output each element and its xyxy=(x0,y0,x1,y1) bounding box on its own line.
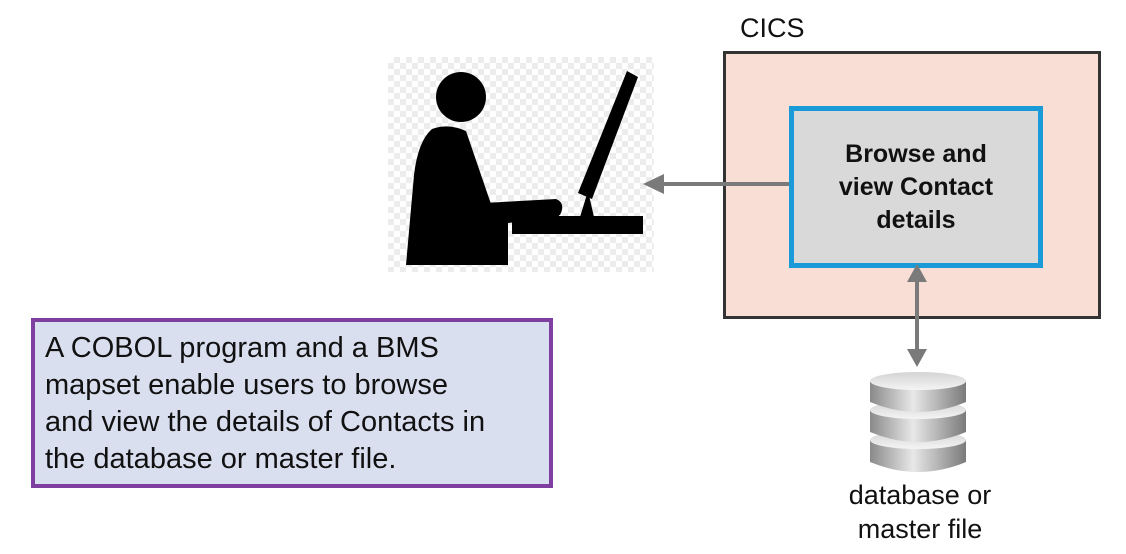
note-line-3: and view the details of Contacts in xyxy=(45,406,486,438)
database-label-line-2: master file xyxy=(857,514,983,544)
database-label-line-1: database or xyxy=(848,480,992,510)
program-to-user-arrow xyxy=(643,174,789,194)
program-label-line-3: details xyxy=(876,205,956,234)
cics-label: CICS xyxy=(740,13,805,43)
database-icon xyxy=(866,370,970,476)
description-text: A COBOL program and a BMS mapset enable … xyxy=(45,330,545,478)
program-label-line-2: view Contact xyxy=(838,172,994,201)
description-note: A COBOL program and a BMS mapset enable … xyxy=(31,318,553,488)
program-database-arrow xyxy=(907,264,927,367)
program-label-line-1: Browse and xyxy=(845,139,987,168)
note-line-4: the database or master file. xyxy=(45,443,397,475)
note-line-2: mapset enable users to browse xyxy=(45,369,448,401)
program-label: Browse and view Contact details xyxy=(839,138,993,237)
user-at-computer-icon xyxy=(388,57,654,272)
database-label: database or master file xyxy=(820,478,1020,546)
browse-contact-program-box: Browse and view Contact details xyxy=(789,106,1043,268)
note-line-1: A COBOL program and a BMS xyxy=(45,332,439,364)
